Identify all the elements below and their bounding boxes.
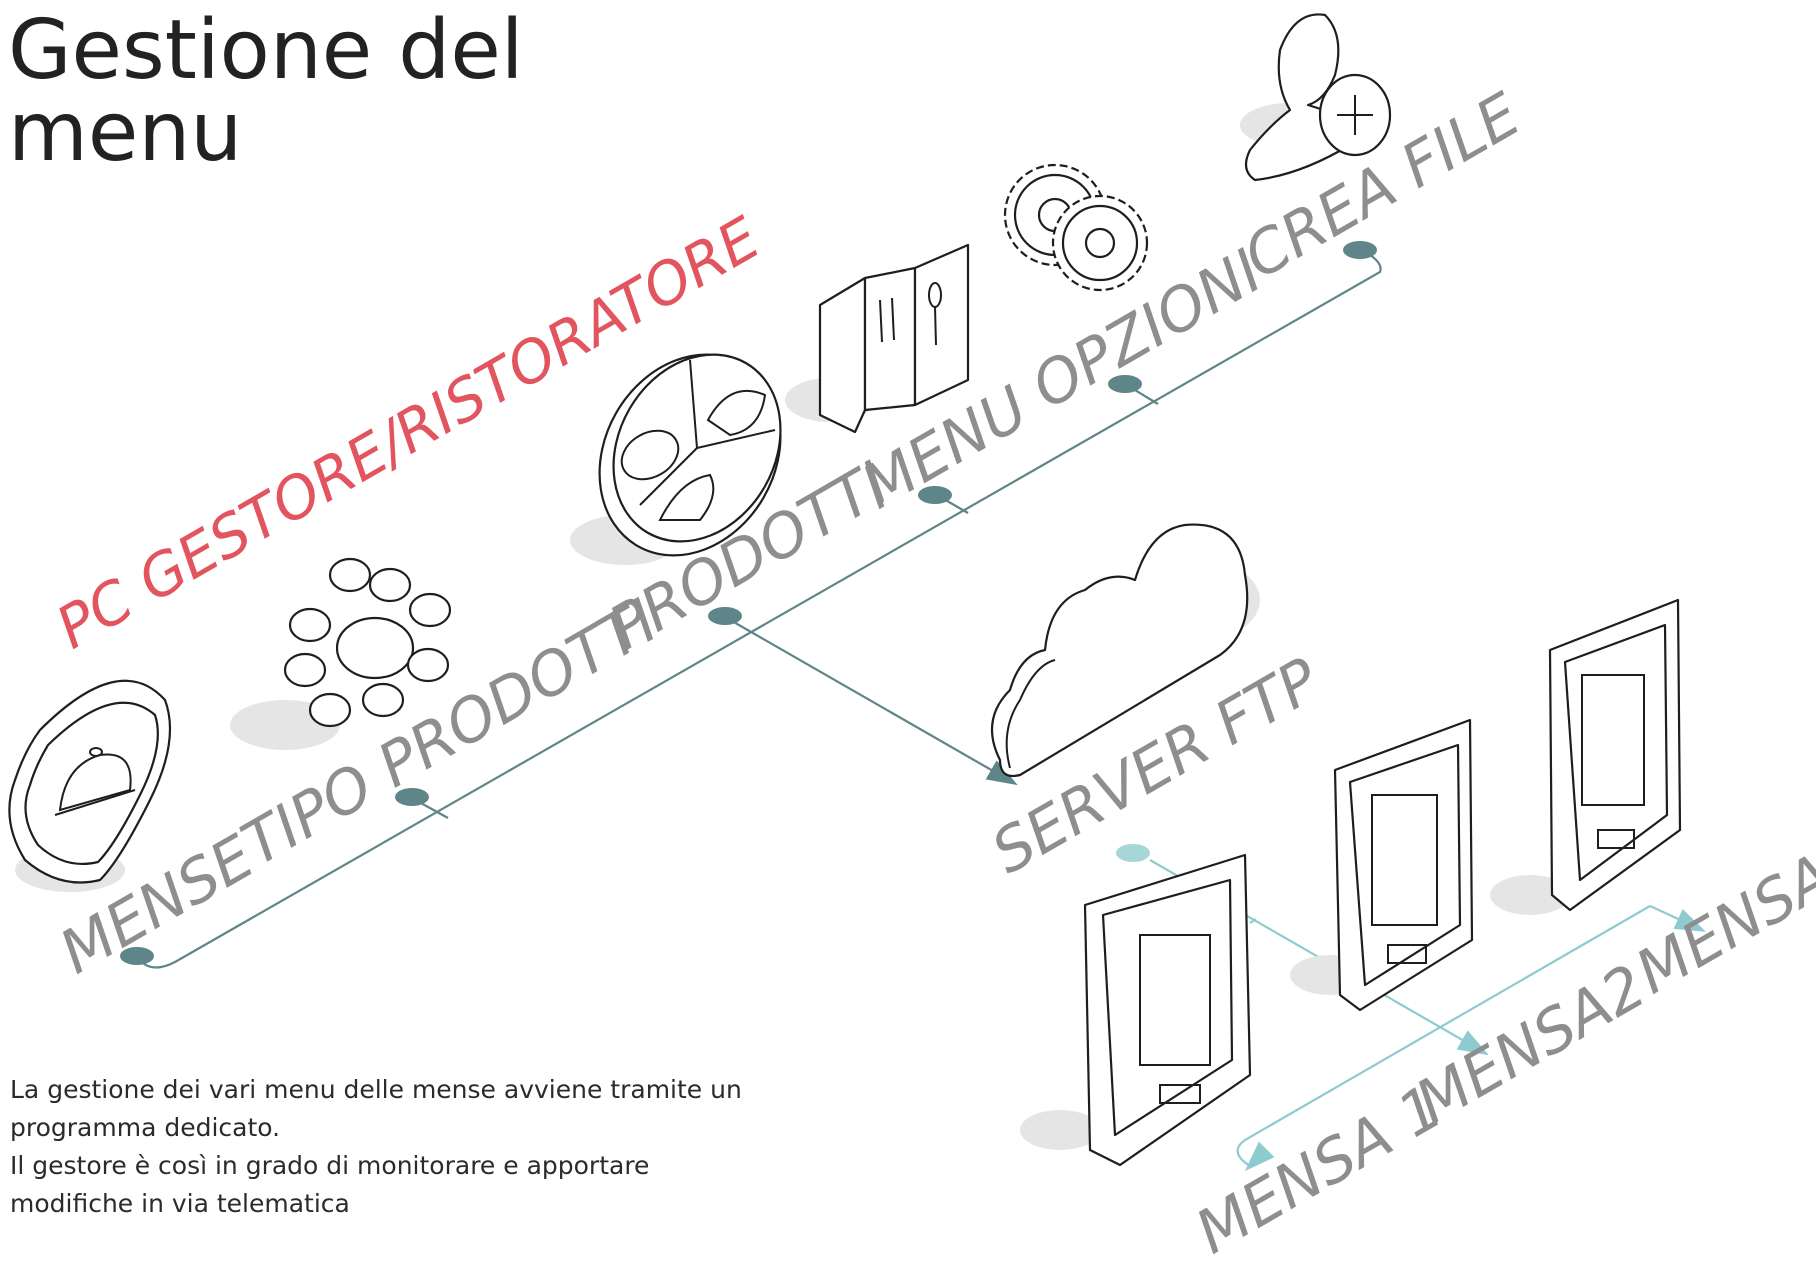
label-mensa-1: MENSA 1 (1185, 1072, 1455, 1261)
dot-mense (120, 947, 154, 965)
connector-dots (120, 241, 1377, 965)
dot-tipo-prodotti (395, 788, 429, 806)
dot-server (1116, 844, 1150, 862)
vending-machine-1 (1020, 853, 1252, 1167)
cloud-icon (990, 523, 1260, 778)
dot-prodotti (708, 607, 742, 625)
vending-machine-2 (1290, 718, 1474, 1012)
description: La gestione dei vari menu delle mense av… (10, 1071, 770, 1223)
dot-opzioni (1108, 375, 1142, 393)
cloche-icon (8, 679, 172, 892)
page-title: Gestione del menu (8, 10, 524, 174)
vending-machine-3 (1490, 598, 1682, 915)
main-flow-line (136, 249, 1382, 969)
folded-menu-icon (785, 243, 970, 434)
description-line-2: programma dedicato. (10, 1113, 281, 1142)
page-title-line-1: Gestione del (8, 3, 524, 98)
vending-machine-icon (1020, 598, 1682, 1167)
dot-crea-file (1343, 241, 1377, 259)
plate-sections-icon (570, 353, 782, 565)
network-nodes-icon (230, 557, 452, 750)
dot-menu (918, 486, 952, 504)
description-line-1: La gestione dei vari menu delle mense av… (10, 1075, 742, 1104)
description-line-4: modifiche in via telematica (10, 1189, 350, 1218)
description-line-3: Il gestore è così in grado di monitorare… (10, 1151, 650, 1180)
add-user-icon (1240, 13, 1392, 182)
page-title-line-2: menu (8, 85, 243, 180)
gears-icon (1003, 163, 1149, 292)
label-mensa-2: MENSA2 (1405, 951, 1658, 1138)
